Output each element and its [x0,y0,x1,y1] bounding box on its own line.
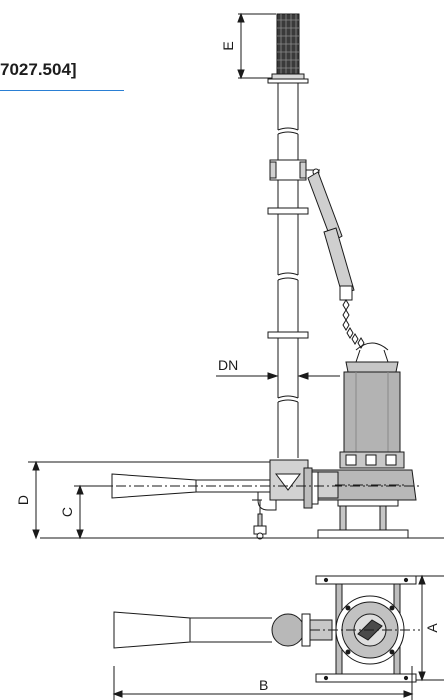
dimension-dn [216,372,340,380]
dimension-d [28,460,270,540]
dimension-label-a: A [424,623,440,633]
dimension-a [416,574,444,682]
discharge-assembly [80,459,420,540]
plan-view [113,575,420,683]
dimension-label-c: C [59,507,75,517]
dimension-label-e: E [220,41,236,50]
guide-pipe-strainer [267,13,309,84]
lifting-arm [306,168,365,349]
dimension-label-d: D [15,495,31,505]
pump-body [309,342,417,539]
guide-pipe [267,83,309,458]
dimension-label-dn: DN [218,357,238,373]
dimension-e [237,12,276,80]
dimension-c [74,484,112,540]
dimension-b [112,666,414,700]
dimension-label-b: B [259,677,268,693]
product-code-label: 7027.504] [0,60,77,79]
product-code-underline [0,90,124,91]
